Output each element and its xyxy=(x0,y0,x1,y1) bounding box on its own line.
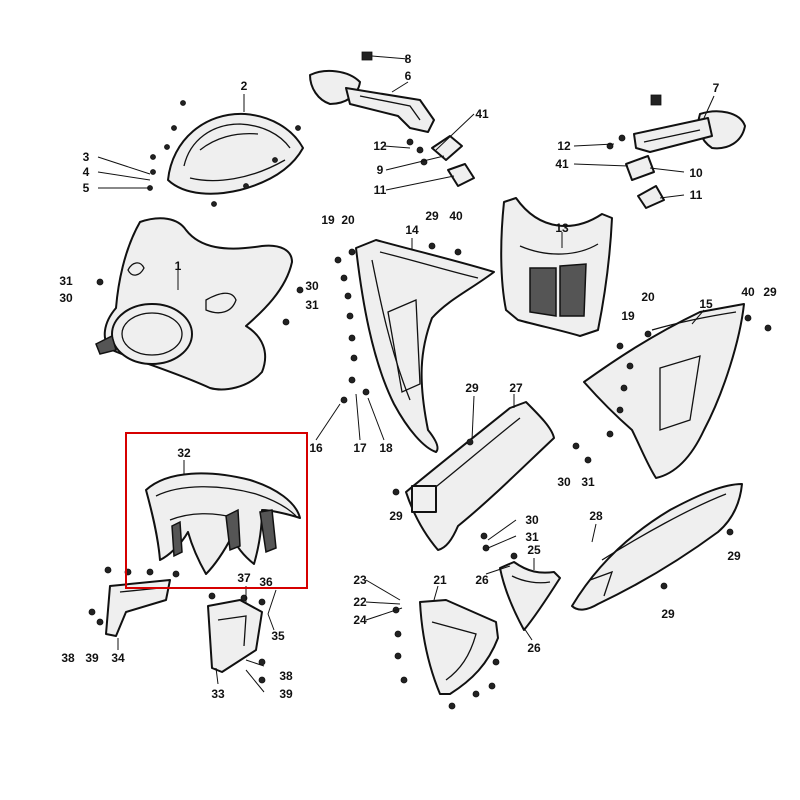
part-windscreen[interactable] xyxy=(167,112,304,195)
callout-18: 18 xyxy=(379,441,393,455)
callout-29-top: 29 xyxy=(425,209,439,223)
callout-15: 15 xyxy=(699,297,713,311)
callout-7: 7 xyxy=(713,81,720,95)
part-center-cover[interactable] xyxy=(499,561,561,631)
callout-31-lower: 31 xyxy=(525,530,539,544)
part-side-panel-right[interactable] xyxy=(583,303,745,479)
callout-26-bottom: 26 xyxy=(527,641,541,655)
callout-numbers: 2 3 4 5 8 6 41 12 9 11 7 12 41 10 11 19 … xyxy=(59,52,777,701)
callout-29-right: 29 xyxy=(763,285,777,299)
callout-20-right: 20 xyxy=(641,290,655,304)
part-center-panel[interactable] xyxy=(500,197,613,337)
callout-12-left: 12 xyxy=(373,139,387,153)
callout-27: 27 xyxy=(509,381,523,395)
callout-29-rearright: 29 xyxy=(727,549,741,563)
screen-screws xyxy=(147,100,301,207)
part-mirror-right[interactable] xyxy=(633,110,746,153)
highlight-box xyxy=(125,432,308,589)
callout-29-bottom: 29 xyxy=(661,607,675,621)
callout-39-right: 39 xyxy=(279,687,293,701)
callout-29-lowerleft: 29 xyxy=(389,509,403,523)
callout-2: 2 xyxy=(241,79,248,93)
part-front-fender[interactable] xyxy=(145,472,301,575)
callout-4: 4 xyxy=(83,165,90,179)
callout-19-top: 19 xyxy=(321,213,335,227)
callout-31-mid: 31 xyxy=(581,475,595,489)
callout-40-top: 40 xyxy=(449,209,463,223)
callout-5: 5 xyxy=(83,181,90,195)
part-lower-cover[interactable] xyxy=(405,401,555,551)
part-front-fairing[interactable] xyxy=(95,217,293,391)
callout-11-left: 11 xyxy=(374,183,387,197)
fastener-set xyxy=(88,242,772,710)
callout-32: 32 xyxy=(177,446,191,460)
callout-17: 17 xyxy=(353,441,367,455)
callout-1: 1 xyxy=(175,259,182,273)
callout-39-left: 39 xyxy=(85,651,99,665)
mirror-hardware xyxy=(361,51,665,209)
callout-3: 3 xyxy=(83,150,90,164)
callout-11-right: 11 xyxy=(690,188,703,202)
callout-30-left: 30 xyxy=(59,291,73,305)
callout-14: 14 xyxy=(405,223,419,237)
callout-9: 9 xyxy=(377,163,384,177)
callout-40-right: 40 xyxy=(741,285,755,299)
callout-8: 8 xyxy=(405,52,412,66)
callout-37: 37 xyxy=(237,571,251,585)
callout-6: 6 xyxy=(405,69,412,83)
callout-29-mid: 29 xyxy=(465,381,479,395)
part-fender-bracket-right[interactable] xyxy=(207,599,263,673)
callout-26-top: 26 xyxy=(475,573,489,587)
callout-30-mid: 30 xyxy=(557,475,571,489)
callout-35: 35 xyxy=(271,629,285,643)
callout-34: 34 xyxy=(111,651,125,665)
callout-41-right: 41 xyxy=(555,157,569,171)
callout-13: 13 xyxy=(555,221,569,235)
callout-41-left: 41 xyxy=(475,107,489,121)
callout-31-left: 31 xyxy=(59,274,73,288)
callout-20-top: 20 xyxy=(341,213,355,227)
callout-24: 24 xyxy=(353,613,367,627)
callout-23: 23 xyxy=(353,573,367,587)
callout-25: 25 xyxy=(527,543,541,557)
part-lower-bracket[interactable] xyxy=(419,599,499,695)
callout-16: 16 xyxy=(309,441,323,455)
callout-31-fairing: 31 xyxy=(305,298,319,312)
callout-38-right: 38 xyxy=(279,669,293,683)
callout-22: 22 xyxy=(353,595,367,609)
callout-10: 10 xyxy=(689,166,703,180)
callout-30-lower: 30 xyxy=(525,513,539,527)
callout-36: 36 xyxy=(259,575,273,589)
callout-38-left: 38 xyxy=(61,651,75,665)
callout-21: 21 xyxy=(433,573,447,587)
part-rear-lower-cover[interactable] xyxy=(571,483,743,611)
callout-33: 33 xyxy=(211,687,225,701)
leader-lines xyxy=(97,55,715,693)
part-mirror-left[interactable] xyxy=(309,69,435,133)
callout-19-right: 19 xyxy=(621,309,635,323)
callout-12-right: 12 xyxy=(557,139,571,153)
callout-28: 28 xyxy=(589,509,603,523)
part-side-panel-left[interactable] xyxy=(355,239,495,453)
callout-30-fairing: 30 xyxy=(305,279,319,293)
